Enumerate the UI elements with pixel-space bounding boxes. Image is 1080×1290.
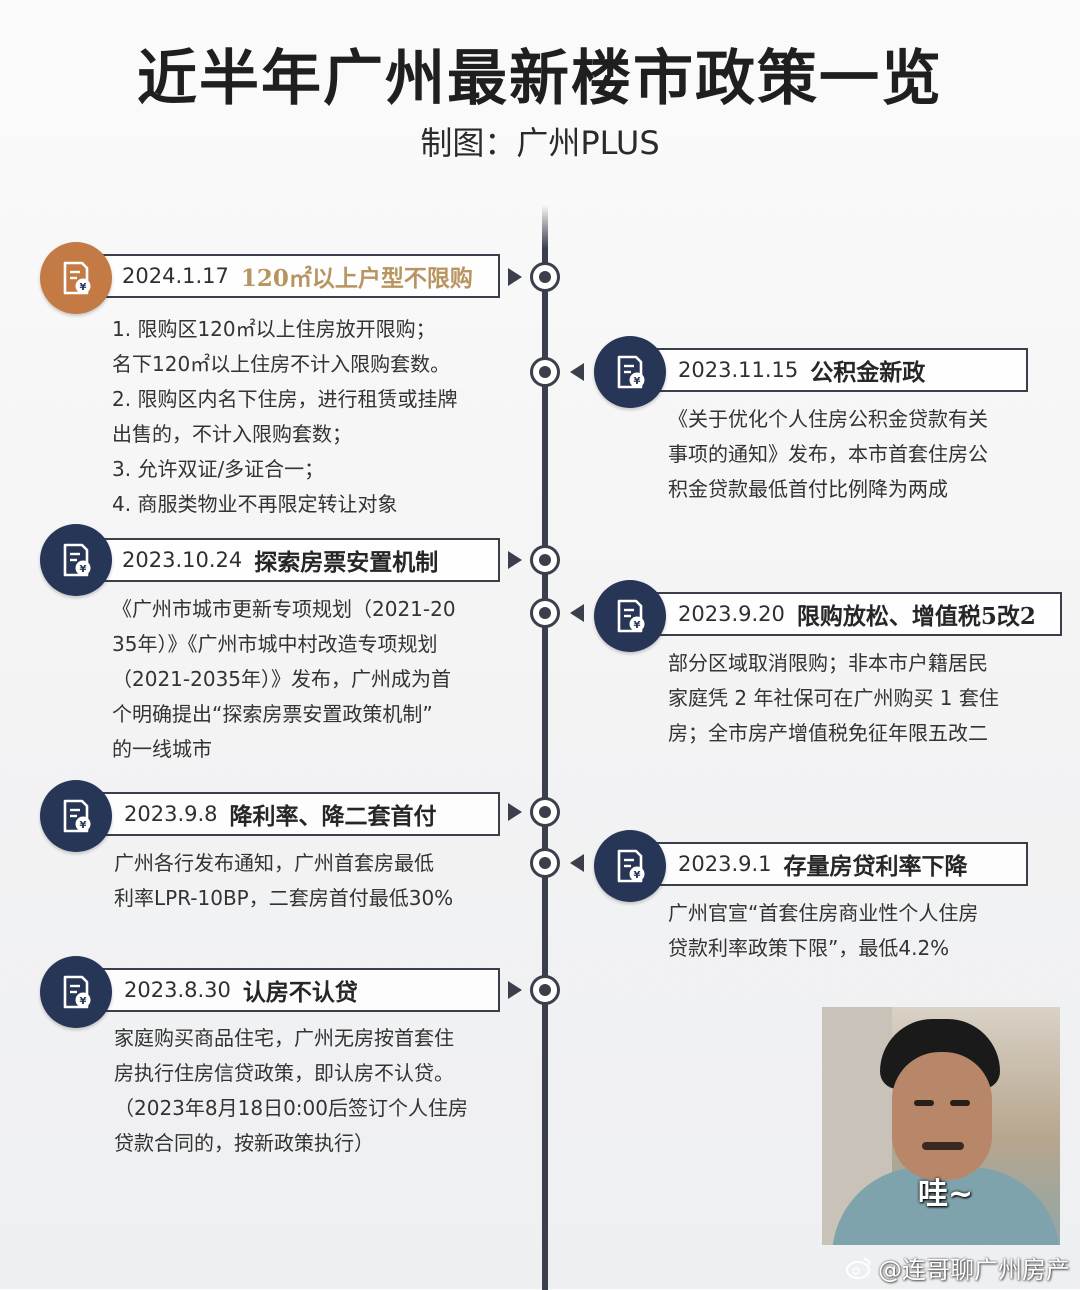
policy-date: 2023.11.15 [678,358,799,382]
arrow-left-icon [570,363,584,381]
weibo-icon [846,1257,871,1279]
policy-headline: 限购放松、增值税5改2 [796,603,1036,630]
reaction-photo: 哇~ [822,1007,1060,1245]
policy-label: 2023.9.8 降利率、降二套首付 [86,792,500,836]
policy-date: 2024.1.17 [122,264,229,288]
document-money-icon: ¥ [594,336,666,408]
policy-headline: 公积金新政 [810,359,926,386]
policy-date: 2023.9.1 [678,852,772,876]
svg-text:¥: ¥ [80,996,87,1007]
photo-caption: 哇~ [918,1177,974,1212]
policy-date: 2023.9.8 [124,802,218,826]
policy-headline: 认房不认贷 [242,979,358,1006]
policy-date: 2023.9.20 [678,602,785,626]
arrow-right-icon [508,803,522,821]
timeline-node [530,848,560,878]
policy-label: 2023.9.20 限购放松、增值税5改2 [640,592,1062,636]
arrow-right-icon [508,551,522,569]
document-money-icon: ¥ [594,580,666,652]
document-money-icon: ¥ [40,780,112,852]
policy-label: 2023.10.24 探索房票安置机制 [86,538,500,582]
policy-body: 家庭购买商品住宅，广州无房按首套住 房执行住房信贷政策，即认房不认贷。 （202… [114,1026,468,1155]
arrow-left-icon [570,604,584,622]
arrow-right-icon [508,981,522,999]
policy-body: 广州官宣“首套住房商业性个人住房 贷款利率政策下限”，最低4.2% [668,901,979,960]
policy-date: 2023.10.24 [122,548,243,572]
policy-body: 广州各行发布通知，广州首套房最低 利率LPR-10BP，二套房首付最低30% [114,851,454,910]
policy-label: 2023.9.1 存量房贷利率下降 [640,842,1028,886]
timeline-node [530,262,560,292]
timeline-node [530,598,560,628]
policy-body: 部分区域取消限购；非本市户籍居民 家庭凭 2 年社保可在广州购买 1 套住 房；… [668,651,999,745]
timeline-node [530,545,560,575]
policy-label: 2023.11.15 公积金新政 [640,348,1028,392]
policy-body: 《广州市城市更新专项规划（2021-20 35年）》《广州市城中村改造专项规划 … [112,597,456,761]
policy-headline: 120㎡以上户型不限购 [240,265,473,292]
svg-text:¥: ¥ [634,376,641,387]
svg-text:¥: ¥ [80,282,87,293]
policy-body: 《关于优化个人住房公积金贷款有关 事项的通知》发布，本市首套住房公 积金贷款最低… [668,407,988,501]
timeline-axis [542,205,548,1290]
watermark-text: @连哥聊广州房产 [878,1256,1070,1284]
policy-headline: 降利率、降二套首付 [229,803,437,830]
svg-text:¥: ¥ [634,870,641,881]
svg-text:¥: ¥ [634,620,641,631]
arrow-left-icon [570,854,584,872]
timeline-node [530,357,560,387]
document-money-icon: ¥ [40,242,112,314]
page-title: 近半年广州最新楼市政策一览 [137,44,943,114]
watermark: @连哥聊广州房产 [846,1250,1070,1285]
policy-label: 2024.1.17 120㎡以上户型不限购 [86,254,500,298]
svg-text:¥: ¥ [80,820,87,831]
timeline-node [530,797,560,827]
document-money-icon: ¥ [40,524,112,596]
arrow-right-icon [508,268,522,286]
svg-text:¥: ¥ [80,564,87,575]
policy-headline: 存量房贷利率下降 [783,853,968,880]
policy-headline: 探索房票安置机制 [254,549,439,576]
timeline-node [530,975,560,1005]
page-subtitle: 制图：广州PLUS [420,124,660,162]
policy-date: 2023.8.30 [124,978,231,1002]
document-money-icon: ¥ [594,830,666,902]
policy-body: 1. 限购区120㎡以上住房放开限购； 名下120㎡以上住房不计入限购套数。 2… [112,317,458,516]
document-money-icon: ¥ [40,956,112,1028]
policy-label: 2023.8.30 认房不认贷 [86,968,500,1012]
